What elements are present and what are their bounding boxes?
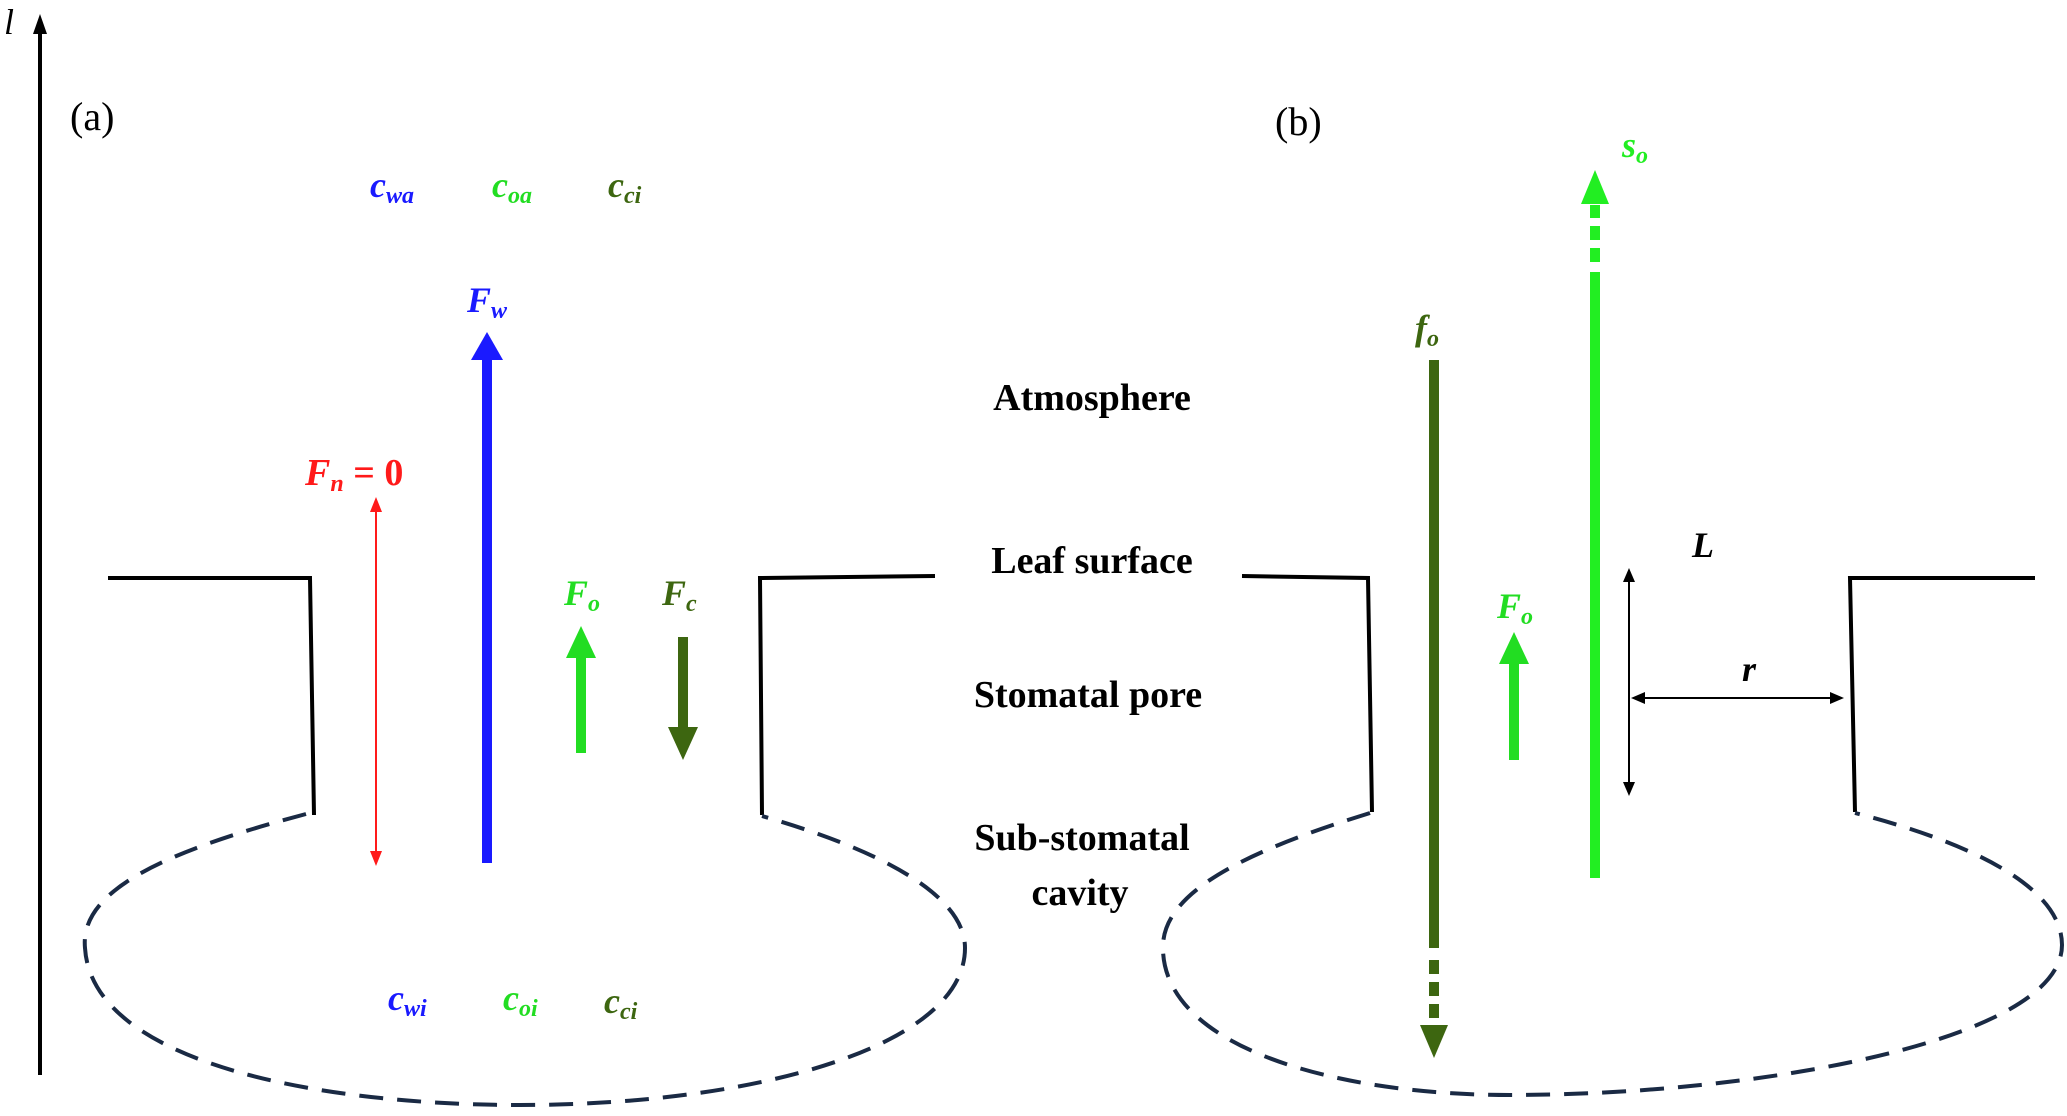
length-dimension (1623, 568, 1635, 796)
axis-label: l (4, 2, 14, 42)
fn-arrow (370, 497, 382, 866)
fc-arrow (668, 637, 698, 760)
radius-dimension (1631, 692, 1844, 704)
stomatal-pore-label: Stomatal pore (974, 674, 1202, 716)
fn-label: Fn = 0 (304, 452, 403, 497)
fo-label-b: Fo (1496, 586, 1533, 630)
c-ci-top-label: cci (608, 165, 642, 209)
c-oa-label: coa (492, 165, 532, 209)
so-label: so (1621, 125, 1648, 169)
fo-small-label: fo (1415, 308, 1439, 352)
cavity-label: cavity (1031, 872, 1128, 914)
panel-b-label: (b) (1275, 99, 1322, 144)
panel-a-cavity (82, 812, 968, 1108)
sub-stomatal-label: Sub-stomatal (974, 817, 1189, 859)
fw-label: Fw (466, 280, 508, 324)
panel-a-label: (a) (70, 94, 114, 139)
c-wi-label: cwi (388, 978, 427, 1022)
fo-arrow-b (1499, 632, 1529, 760)
panel-a-leaf-outline (108, 574, 936, 816)
panel-b-leaf-outline (1241, 574, 2035, 813)
c-ci-bottom-label: cci (604, 981, 638, 1025)
radius-label: r (1742, 649, 1757, 689)
fo-small-arrow (1420, 360, 1448, 1058)
fo-arrow-a (566, 626, 596, 753)
l-axis (33, 14, 47, 1075)
atmosphere-label: Atmosphere (993, 377, 1191, 419)
fo-label-a: Fo (563, 573, 600, 617)
c-wa-label: cwa (370, 165, 414, 209)
fc-label: Fc (661, 573, 697, 617)
length-label: L (1691, 525, 1714, 565)
so-arrow (1581, 170, 1609, 878)
c-oi-label: coi (503, 978, 538, 1022)
fw-arrow (471, 332, 503, 863)
panel-b-cavity (1160, 811, 2065, 1098)
leaf-surface-label: Leaf surface (991, 540, 1193, 582)
